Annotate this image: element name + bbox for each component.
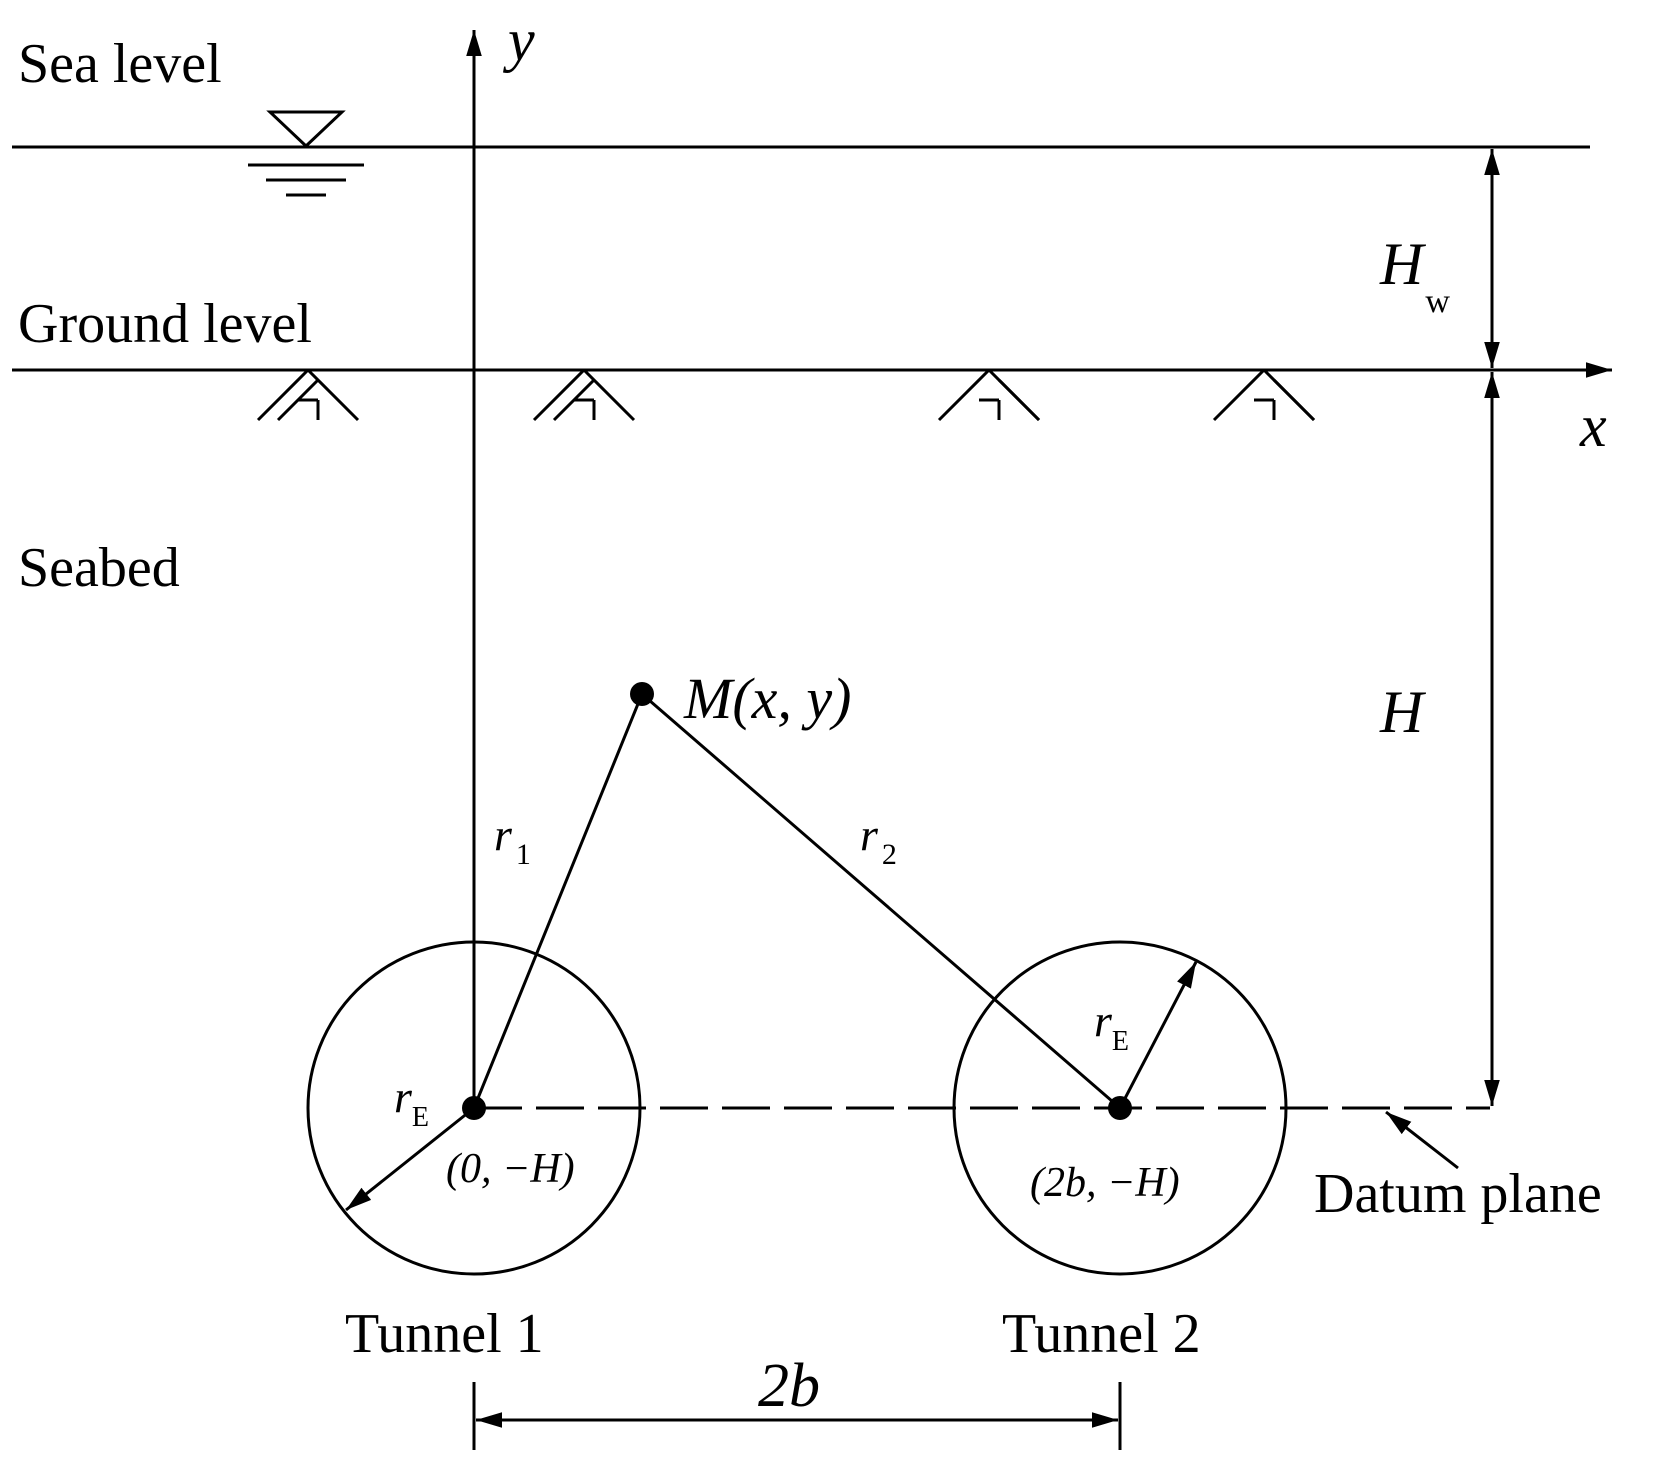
- tunnel-2-radius-label: rE: [1094, 995, 1129, 1057]
- tunnel-2-center-label: (2b, −H): [1030, 1160, 1180, 1206]
- r1-line: [472, 693, 644, 1109]
- r2-line: [641, 692, 1121, 1110]
- seabed-label: Seabed: [18, 537, 180, 599]
- point-m-label: M(x, y): [683, 666, 851, 731]
- y-axis-label: y: [502, 7, 535, 73]
- tunnel-1-label: Tunnel 1: [345, 1303, 544, 1365]
- datum-plane-label: Datum plane: [1314, 1163, 1602, 1225]
- tunnel-1-radius-arrow: [345, 1106, 475, 1212]
- water-level-symbol: [248, 110, 364, 197]
- x-axis-label: x: [1579, 393, 1607, 459]
- soil-hatch-symbols: [256, 368, 1316, 422]
- tunnel-1-center-label: (0, −H): [446, 1146, 575, 1192]
- tunnel-2-center: [1108, 1096, 1132, 1120]
- tunnel-2-radius-arrow: [1118, 961, 1198, 1109]
- tunnel-2-label: Tunnel 2: [1002, 1303, 1201, 1365]
- depth-label: H: [1379, 679, 1427, 745]
- sea-level-label: Sea level: [18, 33, 222, 95]
- spacing-label: 2b: [758, 1352, 820, 1420]
- tunnel-1-center: [462, 1096, 486, 1120]
- point-m: [630, 682, 654, 706]
- datum-plane-pointer: [1385, 1110, 1459, 1170]
- ground-level-label: Ground level: [18, 293, 312, 355]
- water-depth-label: Hw: [1379, 231, 1450, 320]
- tunnel-1-radius-label: rE: [394, 1071, 429, 1133]
